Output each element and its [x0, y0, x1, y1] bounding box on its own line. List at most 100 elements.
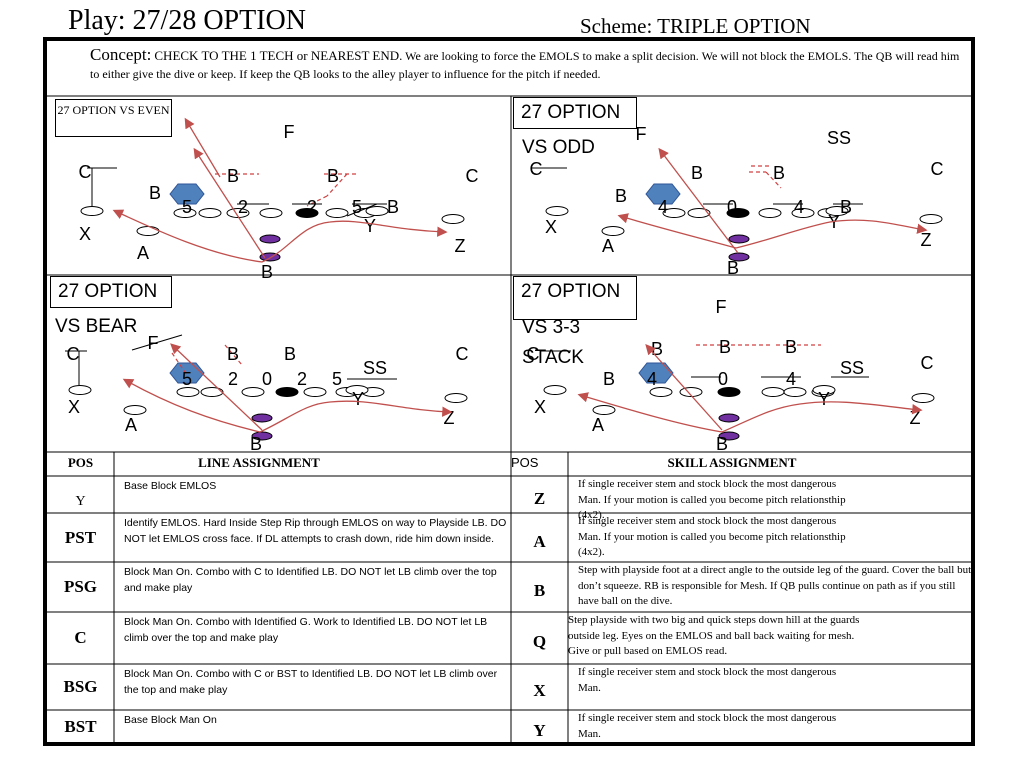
- skill-row-pos: Y: [533, 720, 546, 740]
- player-letter: F: [716, 297, 727, 317]
- route-line: [735, 219, 928, 249]
- skill-row-pos: X: [533, 681, 546, 700]
- player-oval: [176, 387, 200, 397]
- player-oval: [662, 208, 686, 218]
- skill-pos-header: POS: [511, 455, 539, 470]
- player-letter: A: [125, 415, 137, 435]
- route-line: [193, 147, 266, 259]
- player-letter: X: [545, 217, 557, 237]
- line-row-assignment: Block Man On. Combo with C or BST to Ide…: [124, 668, 498, 696]
- player-letter: B: [719, 337, 731, 357]
- assignment-table: POS LINE ASSIGNMENT POS SKILL ASSIGNMENT…: [47, 452, 975, 743]
- line-row-assignment: Block Man On. Combo with Identified G. W…: [124, 616, 488, 644]
- player-letter: C: [456, 344, 469, 364]
- skill-row-pos: Z: [533, 488, 546, 508]
- player-oval: [441, 214, 465, 224]
- player-letter: 4: [786, 369, 796, 389]
- player-oval: [275, 387, 299, 397]
- back-oval: [718, 431, 740, 441]
- player-oval: [791, 208, 815, 218]
- player-letter: Y: [364, 216, 376, 236]
- block-dashed-line: [765, 171, 782, 189]
- player-oval: [812, 385, 836, 395]
- player-oval: [325, 208, 349, 218]
- player-letter: C: [921, 353, 934, 373]
- block-dashed-line: [171, 352, 188, 376]
- label-vs-odd: VS ODD: [522, 137, 595, 158]
- player-oval: [919, 214, 943, 224]
- player-letter: B: [727, 258, 739, 278]
- route-line: [261, 220, 448, 263]
- line-row-assignment: Base Block EMLOS: [124, 480, 217, 492]
- line-row-assignment: Identify EMLOS. Hard Inside Step Rip thr…: [124, 517, 507, 545]
- line-assignment-header: LINE ASSIGNMENT: [198, 455, 320, 470]
- player-oval: [758, 208, 782, 218]
- player-oval: [726, 208, 750, 218]
- back-oval: [259, 234, 281, 244]
- line-row-assignment: Base Block Man On: [124, 714, 217, 726]
- route-line: [577, 392, 723, 433]
- label-27-option-bear: 27 OPTION: [50, 276, 172, 308]
- skill-row-pos: B: [533, 581, 546, 600]
- player-letter: C: [931, 159, 944, 179]
- play-title: Play: 27/28 OPTION: [68, 5, 306, 36]
- scheme-title: Scheme: TRIPLE OPTION: [580, 14, 811, 38]
- player-letter: B: [227, 166, 239, 186]
- player-oval: [783, 387, 807, 397]
- player-letter: B: [250, 434, 262, 454]
- player-letter: A: [592, 415, 604, 435]
- player-oval: [200, 387, 224, 397]
- player-letter: B: [327, 166, 339, 186]
- player-oval: [687, 208, 711, 218]
- player-letter: 2: [297, 369, 307, 389]
- player-oval: [543, 385, 567, 395]
- player-oval: [365, 206, 389, 216]
- skill-row-pos: Q: [532, 632, 547, 651]
- player-oval: [717, 387, 741, 397]
- label-vs-bear: VS BEAR: [55, 316, 138, 337]
- skill-row-assignment: If single receiver stem and stock block …: [578, 666, 837, 694]
- player-letter: X: [534, 397, 546, 417]
- player-letter: B: [615, 186, 627, 206]
- player-letter: A: [137, 243, 149, 263]
- skill-row-assignment: If single receiver stem and stock block …: [578, 515, 846, 558]
- line-row-assignment: Block Man On. Combo with C to Identified…: [124, 566, 497, 594]
- player-letter: 5: [332, 369, 342, 389]
- skill-row-assignment: If single receiver stem and stock block …: [578, 478, 846, 521]
- player-letter: B: [261, 262, 273, 282]
- player-oval: [295, 208, 319, 218]
- player-oval: [80, 206, 104, 216]
- player-letter: 2: [307, 197, 317, 217]
- player-letter: Y: [818, 389, 830, 409]
- player-oval: [241, 387, 265, 397]
- player-letter: C: [527, 344, 540, 364]
- player-letter: 2: [238, 197, 248, 217]
- player-letter: 5: [352, 197, 362, 217]
- player-letter: Z: [455, 236, 466, 256]
- player-letter: B: [691, 163, 703, 183]
- route-line: [170, 343, 263, 431]
- player-letter: 0: [727, 197, 737, 217]
- defender-bar: [131, 334, 183, 351]
- route-line: [112, 209, 263, 263]
- player-oval: [601, 226, 625, 236]
- line-row-pos: PSG: [63, 577, 98, 596]
- concept-body: We are looking to force the EMOLS to mak…: [90, 49, 960, 81]
- label-stack: STACK: [522, 347, 584, 368]
- line-row-pos: BSG: [63, 677, 98, 696]
- player-letter: Z: [921, 230, 932, 250]
- player-letter: B: [716, 434, 728, 454]
- concept-lead: Concept:: [90, 45, 152, 64]
- player-letter: B: [149, 183, 161, 203]
- player-letter: B: [773, 163, 785, 183]
- player-letter: C: [79, 162, 92, 182]
- concept-text: Concept: CHECK TO THE 1 TECH or NEAREST …: [50, 46, 970, 94]
- back-oval: [728, 252, 750, 262]
- player-oval: [136, 226, 160, 236]
- player-oval: [345, 385, 369, 395]
- player-letter: 0: [262, 369, 272, 389]
- quarterback-hex: [169, 183, 205, 205]
